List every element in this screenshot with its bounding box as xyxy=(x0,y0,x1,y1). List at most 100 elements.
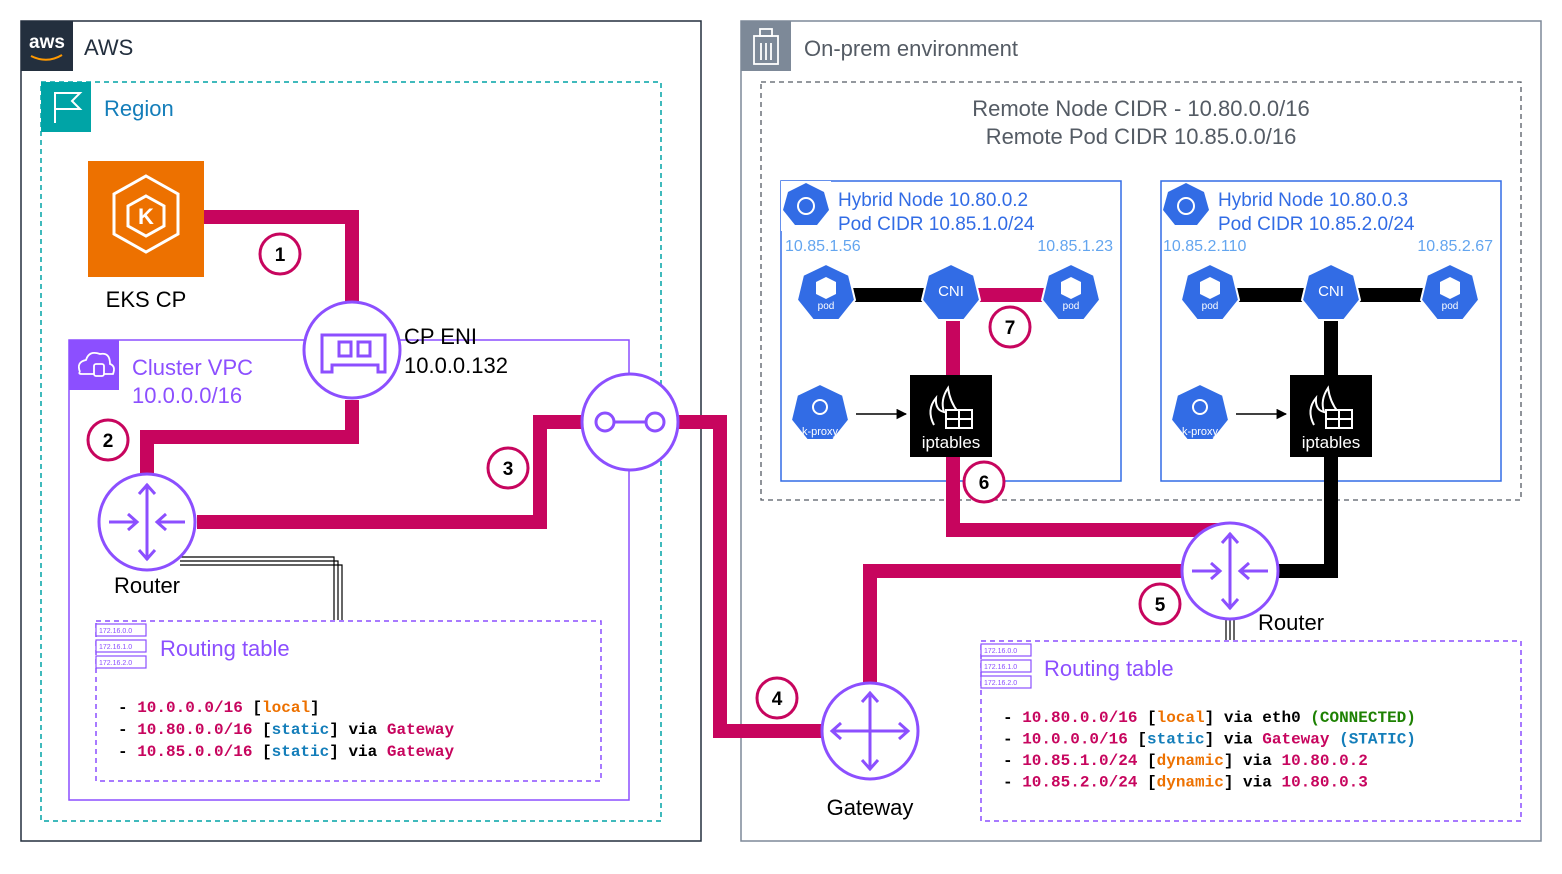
step-badge-5: 5 xyxy=(1138,582,1182,626)
onprem-gateway: Gateway xyxy=(820,681,920,820)
route-part: via xyxy=(1233,774,1281,792)
route-part: via xyxy=(339,721,387,739)
route-part: ] xyxy=(1205,731,1215,749)
route-target: (CONNECTED) xyxy=(1310,709,1416,727)
route-part: dynamic xyxy=(1157,774,1224,792)
rt-icon-line-1: 172.16.0.0 xyxy=(984,648,1017,655)
aws-smile-icon xyxy=(30,54,63,61)
route-part: ] xyxy=(1205,709,1215,727)
cni-icon: CNI xyxy=(1300,262,1362,321)
node-1-name: Hybrid Node 10.80.0.2 xyxy=(838,190,1028,211)
gateway-label: Gateway xyxy=(827,795,914,820)
route-entry: - 10.0.0.0/16 [static] via Gateway (STAT… xyxy=(1003,731,1416,749)
eni-ip: 10.0.0.132 xyxy=(404,353,508,378)
rt-attachment-aws xyxy=(180,556,343,620)
path-eni-to-router xyxy=(140,400,359,478)
eni-chip-right xyxy=(356,340,372,358)
step-number: 3 xyxy=(503,459,514,480)
route-entry: - 10.80.0.0/16 [local] via eth0 (CONNECT… xyxy=(1003,709,1416,727)
route-part: 10.0.0.0/16 xyxy=(137,699,243,717)
route-part: ] xyxy=(310,699,320,717)
onprem-rt-title: Routing table xyxy=(1044,656,1174,681)
path-router-to-tgw xyxy=(197,415,584,529)
step-badge-1: 1 xyxy=(258,232,302,276)
vpc-group: Cluster VPC 10.0.0.0/16 xyxy=(68,339,630,801)
aws-router: Router xyxy=(97,472,197,598)
route-part: [ xyxy=(252,743,271,761)
transit-attachment xyxy=(580,372,680,472)
route-target: 10.80.0.2 xyxy=(1281,752,1367,770)
route-part: static xyxy=(1147,731,1205,749)
vpc-cloud-icon xyxy=(77,351,115,377)
route-part: - xyxy=(1003,709,1022,727)
aws-border xyxy=(20,20,702,842)
cp-eni: CP ENI 10.0.0.132 xyxy=(302,300,508,400)
route-part: via xyxy=(339,743,387,761)
cni-label: CNI xyxy=(1318,283,1344,300)
step-number: 5 xyxy=(1155,595,1166,616)
route-part: ] xyxy=(1224,752,1234,770)
step-badge-3: 3 xyxy=(486,446,530,490)
remote-pod-cidr: Remote Pod CIDR 10.85.0.0/16 xyxy=(986,124,1297,149)
eks-cp: K EKS CP xyxy=(88,161,204,312)
rt-attachment-onprem xyxy=(1225,620,1235,640)
rt-icon-line-2: 172.16.1.0 xyxy=(99,644,132,651)
router-arrows-icon xyxy=(1192,531,1268,611)
pod-icon: pod xyxy=(1419,262,1481,321)
vpc-cidr: 10.0.0.0/16 xyxy=(132,383,242,408)
step-badge-2: 2 xyxy=(86,418,130,462)
rt-icon-line-2: 172.16.1.0 xyxy=(984,664,1017,671)
route-part: local xyxy=(262,699,310,717)
kproxy-label: k-proxy xyxy=(1182,426,1219,438)
onprem-border xyxy=(740,20,1542,842)
eks-icon-box xyxy=(88,161,204,277)
iptables-icon: iptables xyxy=(910,375,992,457)
onprem-rt-border xyxy=(980,640,1522,822)
step-number: 4 xyxy=(772,689,783,710)
region-title: Region xyxy=(104,96,174,121)
kproxy-label: k-proxy xyxy=(802,426,839,438)
route-part: via xyxy=(1214,731,1262,749)
node-2-name: Hybrid Node 10.80.0.3 xyxy=(1218,190,1408,211)
iptables-label: iptables xyxy=(922,433,981,452)
step-number: 2 xyxy=(103,431,114,452)
aws-routing-table: 172.16.0.0 172.16.1.0 172.16.2.0 Routing… xyxy=(95,620,602,782)
vpc-title: Cluster VPC xyxy=(132,355,253,380)
route-part: [ xyxy=(1128,731,1147,749)
node-1-pod-cidr: Pod CIDR 10.85.1.0/24 xyxy=(838,214,1035,235)
aws-router-label: Router xyxy=(114,573,180,598)
route-entry: - 10.0.0.0/16 [local] xyxy=(118,699,320,717)
route-part: - xyxy=(1003,774,1022,792)
aws-group: aws AWS xyxy=(20,20,702,842)
routing-table-icon: 172.16.0.0 172.16.1.0 172.16.2.0 xyxy=(980,643,1032,689)
route-part: ] xyxy=(1224,774,1234,792)
node-1-pod-left-ip: 10.85.1.56 xyxy=(785,238,861,255)
pod-icon: pod xyxy=(795,262,857,321)
building-icon xyxy=(753,28,779,65)
k8s-node-icon xyxy=(1163,183,1209,225)
aws-rt-title: Routing table xyxy=(160,636,290,661)
iptables-icon: iptables xyxy=(1290,375,1372,457)
step-number: 1 xyxy=(275,245,286,266)
pod-label: pod xyxy=(1442,301,1459,312)
kproxy-icon: k-proxy xyxy=(1169,382,1231,441)
aws-logo-icon: aws xyxy=(29,32,65,53)
rt-icon-line-3: 172.16.2.0 xyxy=(99,660,132,667)
pod-icon: pod xyxy=(1040,262,1102,321)
flag-icon xyxy=(54,92,83,123)
node-1-components: pod CNI pod k-proxy iptables xyxy=(789,262,1102,457)
region-group: Region xyxy=(40,81,662,822)
route-target: (STATIC) xyxy=(1339,731,1416,749)
route-part: 10.85.0.0/16 xyxy=(137,743,252,761)
region-flag-box xyxy=(41,82,91,132)
eni-chip-left xyxy=(337,340,353,358)
path-gateway-to-router xyxy=(863,564,1182,684)
pod-label: pod xyxy=(1202,301,1219,312)
route-part: 10.80.0.0/16 xyxy=(1022,709,1137,727)
route-part: 10.85.1.0/24 xyxy=(1022,752,1138,770)
step-number: 7 xyxy=(1005,318,1016,339)
router-arrows-icon xyxy=(109,482,185,562)
route-part: ] xyxy=(329,743,339,761)
aws-title: AWS xyxy=(84,35,133,60)
route-entry: - 10.85.1.0/24 [dynamic] via 10.80.0.2 xyxy=(1003,752,1368,770)
